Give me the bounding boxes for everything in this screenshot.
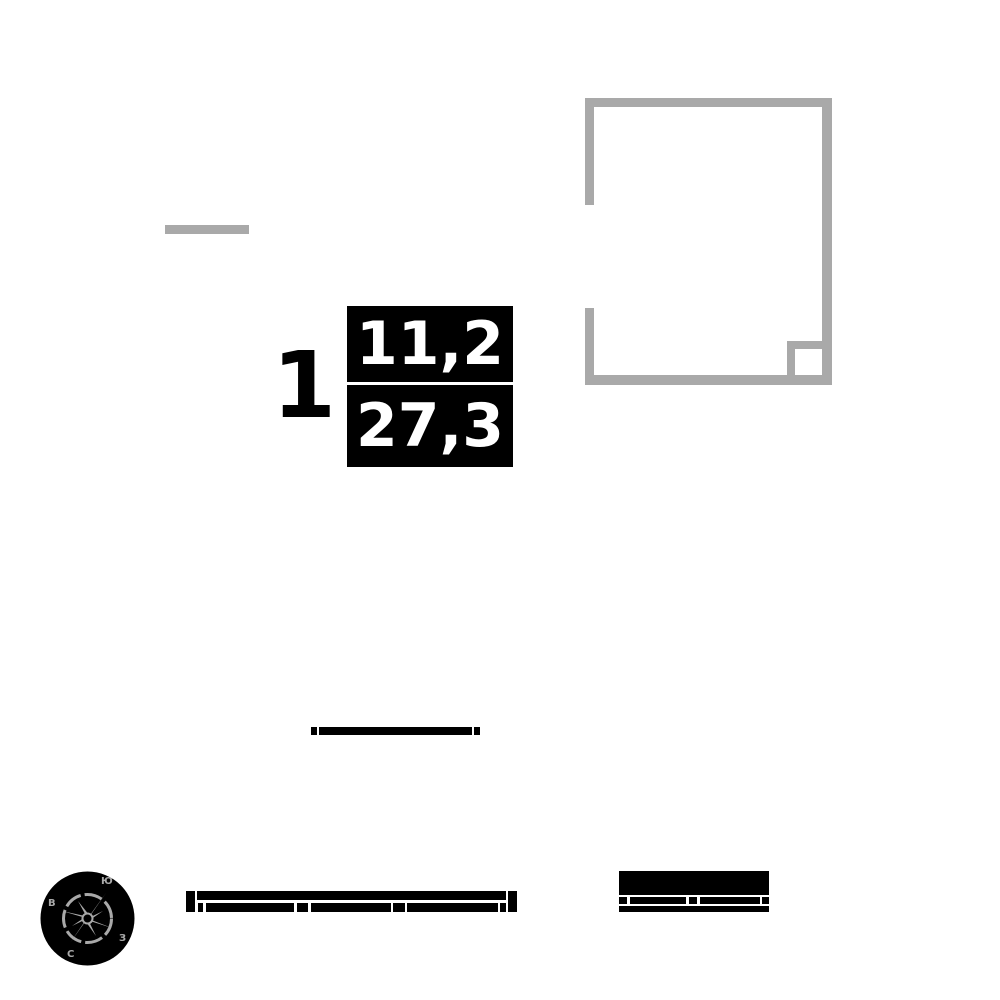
compass-label-west: З bbox=[119, 933, 127, 944]
window-right-bottom-bar bbox=[619, 906, 769, 912]
wall-left-lower bbox=[585, 308, 594, 385]
window-right-pane bbox=[762, 897, 769, 904]
window-long-pane bbox=[407, 903, 498, 912]
window-middle-left-cap bbox=[311, 727, 317, 735]
shaft-left bbox=[787, 341, 795, 381]
total-area-value: 27,3 bbox=[347, 385, 513, 467]
room-number: 1 bbox=[272, 332, 337, 439]
compass-label-south: Ю bbox=[101, 876, 113, 887]
window-long-top-bar bbox=[197, 891, 506, 900]
wall-left-upper bbox=[585, 98, 594, 205]
compass-label-north: С bbox=[67, 949, 75, 960]
window-long-pane bbox=[206, 903, 294, 912]
window-long-right-cap bbox=[508, 891, 517, 912]
window-long-pane bbox=[198, 903, 203, 912]
wall-segment-left bbox=[165, 225, 249, 234]
window-long-pane bbox=[500, 903, 506, 912]
window-right-pane bbox=[689, 897, 697, 904]
window-right-pane bbox=[630, 897, 686, 904]
compass: Ю В З С bbox=[40, 871, 135, 966]
window-right-pane bbox=[619, 897, 627, 904]
window-right-pane bbox=[700, 897, 760, 904]
wall-right bbox=[822, 98, 832, 385]
shaft-top bbox=[787, 341, 827, 349]
window-long-pane bbox=[297, 903, 308, 912]
window-right-top-block bbox=[619, 871, 769, 895]
window-middle-right-cap bbox=[474, 727, 480, 735]
wall-top bbox=[585, 98, 832, 107]
compass-rose-icon bbox=[40, 871, 135, 966]
compass-label-east: В bbox=[48, 898, 56, 909]
window-middle-bar bbox=[319, 727, 472, 735]
area-divider bbox=[347, 382, 513, 385]
window-long-pane bbox=[311, 903, 391, 912]
living-area-value: 11,2 bbox=[347, 306, 513, 382]
window-long-pane bbox=[393, 903, 405, 912]
window-long-left-cap bbox=[186, 891, 195, 912]
wall-bottom bbox=[585, 375, 832, 385]
